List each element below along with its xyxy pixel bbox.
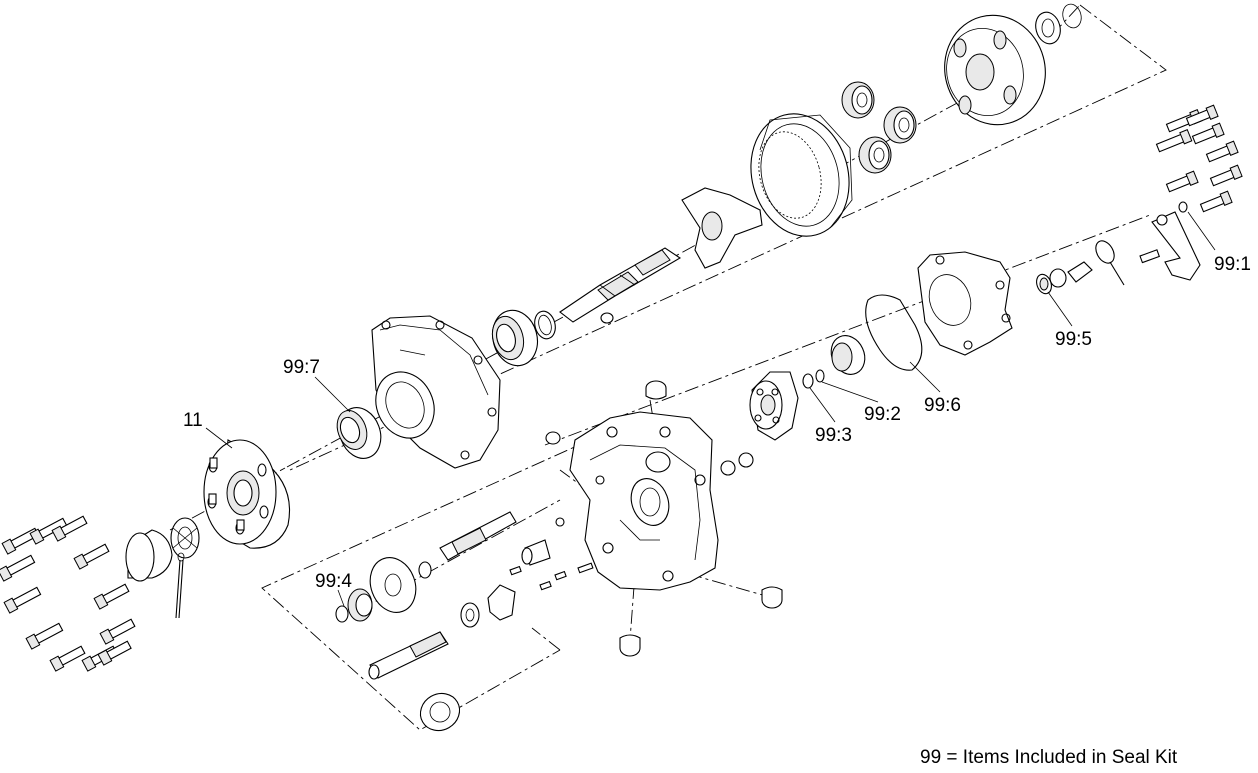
breather-cap: [645, 380, 667, 400]
bolt: [1191, 122, 1225, 145]
planet-gear: [858, 136, 892, 174]
pump-cover: [917, 251, 1013, 356]
callout-99-4: 99:4: [315, 571, 352, 592]
intermediate-shaft: [439, 511, 517, 561]
callout-99-7: 99:7: [283, 357, 320, 378]
bolt: [1165, 170, 1199, 193]
control-arm: [1151, 211, 1201, 281]
ring-gear: [750, 113, 853, 237]
spur-gear: [369, 557, 417, 613]
bearing-small: [460, 602, 480, 628]
bolt: [51, 515, 88, 542]
hub-bolts-group: [0, 515, 136, 672]
small-pins: [509, 517, 594, 591]
seal-99-4: [335, 605, 349, 623]
seal-kit-note: 99 = Items Included in Seal Kit: [920, 747, 1178, 768]
carrier-plate: [944, 14, 1046, 126]
planet-gear: [841, 81, 875, 119]
seal-99-7: [336, 407, 382, 459]
shaft-seal-99-5: [1036, 273, 1052, 295]
leader-lines: [205, 211, 1216, 607]
washer-small: [418, 561, 432, 579]
bolt: [1199, 190, 1233, 213]
hub-cap: [125, 529, 173, 582]
bolt: [93, 583, 130, 610]
callout-11: 11: [183, 410, 203, 431]
planet-gears: [841, 81, 917, 174]
callout-99-2: 99:2: [864, 404, 901, 425]
o-ring-99-2: [815, 369, 825, 383]
pinion-gear: [347, 588, 373, 622]
planet-carrier: [681, 187, 763, 269]
gasket-99-6: [865, 294, 923, 371]
drain-plug-right: [761, 586, 783, 609]
cover-bolts-group: [1155, 104, 1243, 213]
wheel-hub-11: [203, 439, 291, 549]
planet-gear: [883, 106, 917, 144]
bolt: [1209, 164, 1243, 187]
bolt: [1185, 104, 1219, 127]
bolt: [1205, 140, 1239, 163]
bolt: [0, 554, 36, 582]
snap-ring: [534, 310, 556, 340]
nut-pair: [720, 452, 754, 476]
axle-shaft-upper: [559, 247, 682, 324]
bolt: [49, 645, 86, 672]
linkage-parts: [1049, 240, 1161, 288]
bolt: [99, 618, 136, 645]
castle-nut: [170, 517, 200, 559]
retaining-ring: [1062, 3, 1082, 29]
swash-plate: [830, 335, 866, 375]
bolt: [97, 640, 132, 666]
transmission-case: [569, 411, 719, 591]
output-shaft: [368, 631, 449, 680]
callout-99-6: 99:6: [924, 395, 961, 416]
bushing: [521, 539, 551, 566]
callout-99-3: 99:3: [815, 425, 852, 446]
o-ring-99-1: [1178, 201, 1188, 213]
drain-plug-bottom: [619, 634, 641, 657]
cylinder-block: [749, 371, 799, 441]
thrust-washer: [1035, 11, 1061, 45]
shift-fork: [487, 584, 516, 621]
bolt: [25, 622, 64, 650]
bottom-bearing: [419, 692, 461, 732]
bolt: [1155, 129, 1193, 153]
outer-housing: [371, 315, 501, 469]
bearing-large: [491, 309, 539, 367]
cotter-pin: [175, 552, 185, 619]
callout-99-5: 99:5: [1055, 329, 1092, 350]
bolt: [3, 586, 42, 614]
bolt: [73, 543, 110, 570]
plug-left: [545, 431, 561, 445]
callout-99-1: 99:1: [1214, 254, 1251, 275]
o-ring-99-3: [802, 373, 814, 389]
